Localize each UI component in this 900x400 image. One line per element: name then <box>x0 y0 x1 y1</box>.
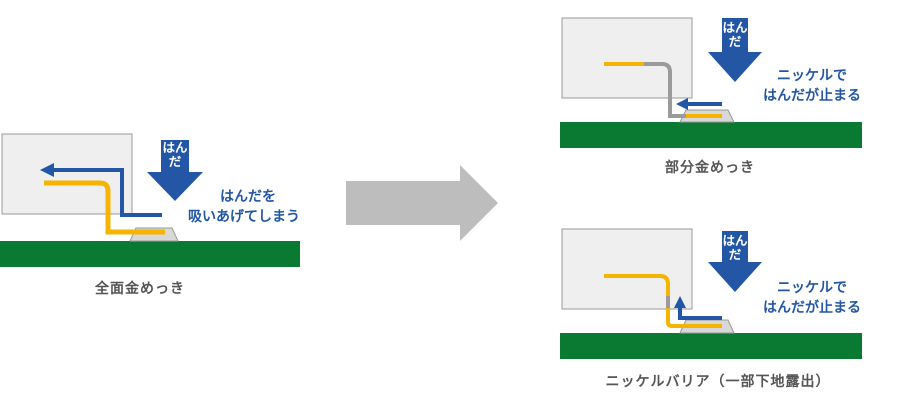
caption-partial-plating: 部分金めっき <box>665 159 755 176</box>
note-line-2: 吸いあげてしまう <box>188 209 300 225</box>
note-line-1: ニッケルで <box>777 68 847 84</box>
solder-stop-arrowhead <box>674 296 686 308</box>
panel-nickel-barrier: はん だ ニッケルで はんだが止まる ニッケルバリア（一部下地露出） <box>560 228 862 390</box>
solder-wicking-path <box>52 168 162 217</box>
solder-down-arrow <box>147 140 203 201</box>
gold-lead-tip <box>666 308 722 328</box>
panel-partial-plating: はん だ ニッケルで はんだが止まる 部分金めっき <box>560 17 862 176</box>
solder-down-arrow <box>708 18 762 82</box>
solder-arrow-label-1: はん <box>722 233 748 248</box>
solder-arrow-label-2: だ <box>729 247 742 262</box>
pcb-board <box>560 122 862 148</box>
panel-full-plating: はん だ はんだを 吸いあげてしまう 全面金めっき <box>0 133 300 297</box>
nickel-lead <box>644 62 686 118</box>
solder-arrow-label-2: だ <box>169 154 182 169</box>
gold-lead <box>44 180 165 235</box>
transition-arrow <box>346 165 498 241</box>
pcb-board <box>560 333 862 359</box>
solder-stop-arrowhead <box>676 98 688 110</box>
solder-arrow-label-1: はん <box>162 140 188 155</box>
caption-full-plating: 全面金めっき <box>94 280 185 297</box>
component-body <box>561 17 693 99</box>
component-body <box>1 133 133 215</box>
note-line-1: ニッケルで <box>777 280 847 296</box>
note-line-2: はんだが止まる <box>763 299 861 316</box>
component-body <box>561 228 693 310</box>
solder-arrow-label-1: はん <box>722 20 748 35</box>
solder-down-arrow <box>708 231 762 292</box>
solder-stop-path <box>678 306 722 320</box>
note-line-1: はんだを <box>220 189 276 205</box>
caption-nickel-barrier: ニッケルバリア（一部下地露出） <box>606 373 831 390</box>
solder-arrow-label-2: だ <box>729 34 742 49</box>
solder-wicking-arrowhead <box>40 163 54 177</box>
pcb-board <box>0 241 300 267</box>
gold-lead-upper <box>604 274 670 296</box>
note-line-2: はんだが止まる <box>763 87 861 104</box>
